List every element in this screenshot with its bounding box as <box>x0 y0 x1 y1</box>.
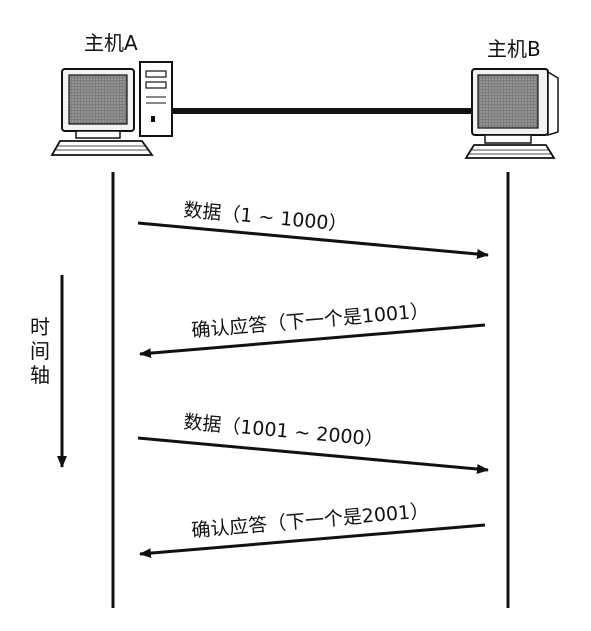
host-b-label: 主机B <box>487 37 541 61</box>
message-label-4: 确认应答（下一个是2001） <box>191 500 430 542</box>
message-label-2: 确认应答（下一个是1001） <box>191 300 430 342</box>
message-arrow-1 <box>137 221 489 259</box>
message-arrow-3 <box>137 436 489 474</box>
host-a-label: 主机A <box>84 31 138 55</box>
time-axis-label-char-1: 时 <box>30 315 50 339</box>
time-axis-label-char-2: 间 <box>30 339 50 363</box>
message-arrow-2 <box>139 323 486 359</box>
host-a-computer-icon <box>50 61 173 156</box>
message-arrow-4 <box>139 523 486 559</box>
time-axis-label-char-3: 轴 <box>30 363 50 387</box>
host-b-computer-icon <box>464 68 559 159</box>
